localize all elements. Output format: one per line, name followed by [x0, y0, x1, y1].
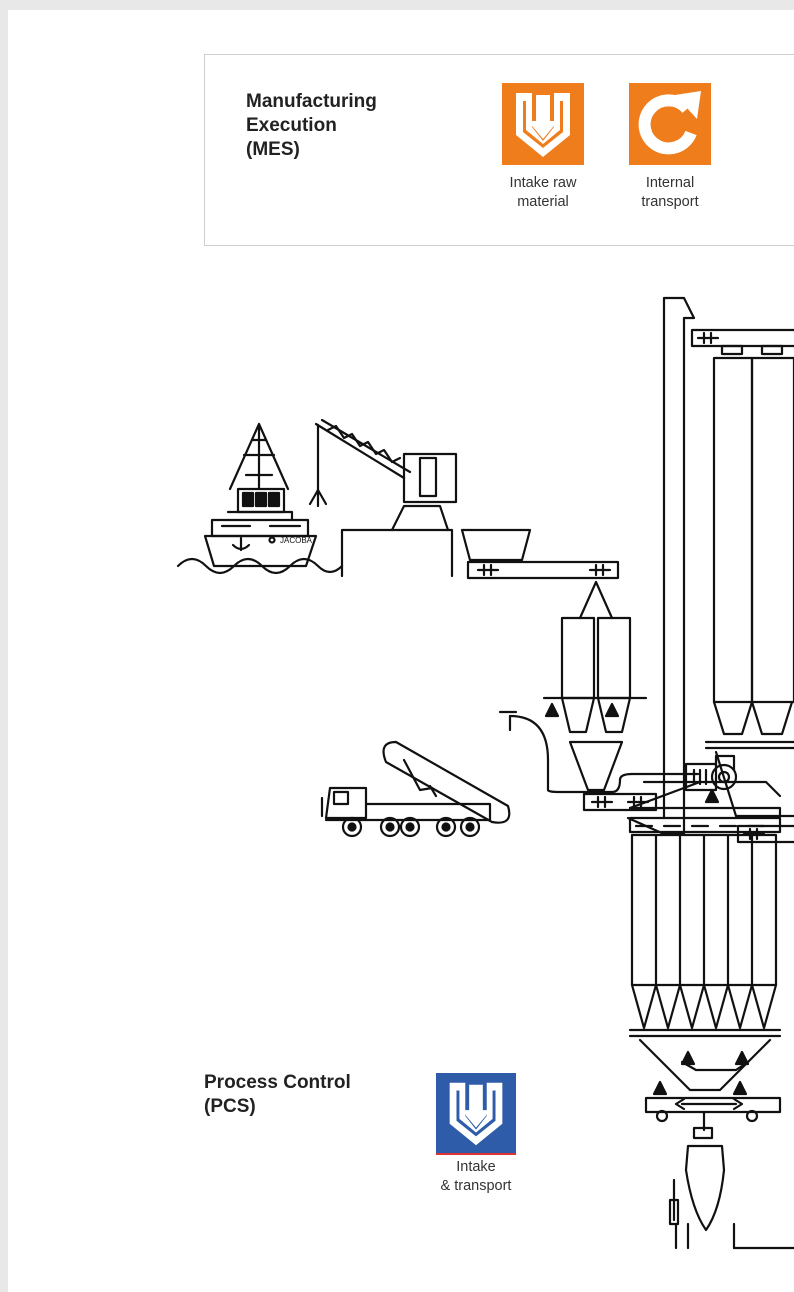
main-silo-block: [690, 328, 794, 844]
intake-transport-label: Intake & transport: [440, 1159, 512, 1194]
feed-line: [498, 595, 686, 780]
intake-transport-icon: [449, 1082, 503, 1146]
mes-title: Manufacturing Execution (MES): [246, 91, 377, 160]
ship-name-label: JACOBA: [280, 536, 313, 545]
crane: [308, 418, 458, 532]
bucket-elevator: [626, 296, 696, 836]
frame-top-border: [0, 0, 794, 10]
intake-silo-block: [628, 780, 782, 1123]
internal-transport-tile[interactable]: [629, 83, 711, 165]
filter-fan: [684, 754, 738, 792]
mixer-vessel: [668, 1110, 794, 1250]
internal-transport-label: Internal transport: [641, 175, 699, 210]
ship: [203, 422, 318, 568]
intake-raw-material-icon: [516, 93, 570, 157]
intake-raw-material-tile[interactable]: [502, 83, 584, 165]
pneumatic-conveying: [498, 710, 700, 794]
intake-raw-material-label: Intake raw material: [509, 175, 577, 210]
tanker-truck: [320, 740, 511, 838]
pcs-title: Process Control (PCS): [204, 1072, 351, 1117]
internal-transport-icon: [638, 91, 701, 155]
intake-hopper: [460, 528, 620, 580]
quay: [340, 528, 454, 578]
buffer-silos: [542, 580, 658, 812]
intake-transport-tile[interactable]: [436, 1073, 516, 1155]
frame-left-border: [0, 10, 8, 1292]
